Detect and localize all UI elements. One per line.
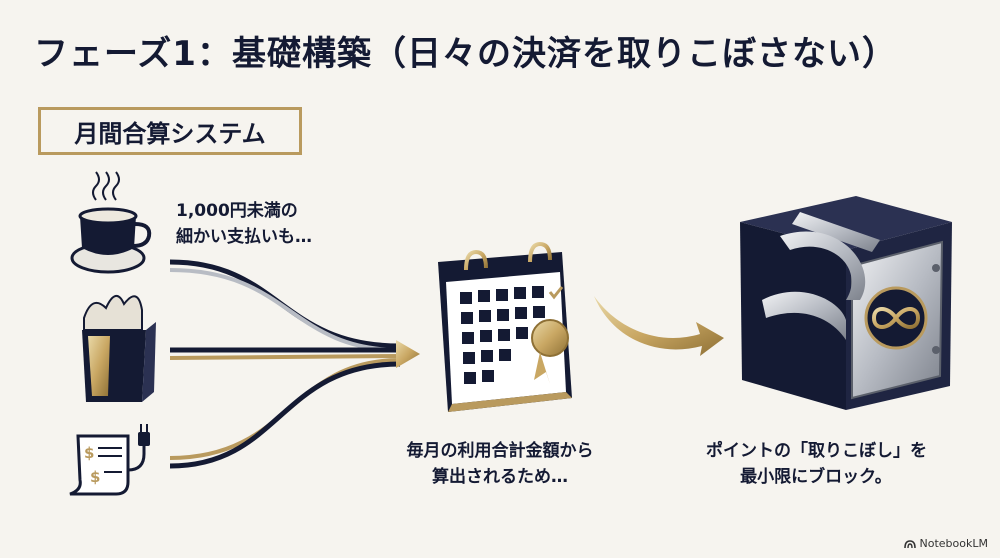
safe-icon bbox=[740, 196, 952, 410]
calendar-caption-line-1: 毎月の利用合計金額から bbox=[406, 441, 594, 461]
safe-caption: ポイントの「取りこぼし」を 最小限にブロック。 bbox=[706, 438, 927, 490]
footer-brand-text: NotebookLM bbox=[919, 537, 988, 550]
calendar-caption-line-2: 算出されるため… bbox=[432, 467, 568, 487]
svg-text:$: $ bbox=[84, 444, 94, 462]
safe-caption-line-2: 最小限にブロック。 bbox=[740, 467, 892, 487]
infinity-icon bbox=[864, 286, 928, 350]
small-payments-caption: 1,000円未満の 細かい支払いも… bbox=[176, 198, 312, 250]
coffee-cup-icon bbox=[70, 171, 152, 274]
flow-lines bbox=[169, 259, 420, 469]
svg-text:$: $ bbox=[90, 468, 100, 486]
small-payments-caption-line-1: 1,000円未満の bbox=[176, 201, 298, 221]
section-subtitle: 月間合算システム bbox=[38, 107, 302, 155]
calendar-caption: 毎月の利用合計金額から 算出されるため… bbox=[400, 438, 600, 490]
section-subtitle-text: 月間合算システム bbox=[74, 119, 266, 148]
page-title: フェーズ1：基礎構築（日々の決済を取りこぼさない） bbox=[34, 34, 897, 74]
grocery-bag-icon bbox=[82, 295, 156, 402]
gold-arrow-icon bbox=[594, 296, 724, 356]
footer-brand: NotebookLM bbox=[903, 537, 988, 550]
calendar-icon bbox=[438, 241, 572, 412]
safe-caption-line-1: ポイントの「取りこぼし」を bbox=[706, 441, 927, 461]
receipt-icon: $ $ bbox=[69, 424, 150, 496]
notebooklm-logo-icon bbox=[903, 539, 916, 548]
small-payments-caption-line-2: 細かい支払いも… bbox=[176, 227, 312, 247]
